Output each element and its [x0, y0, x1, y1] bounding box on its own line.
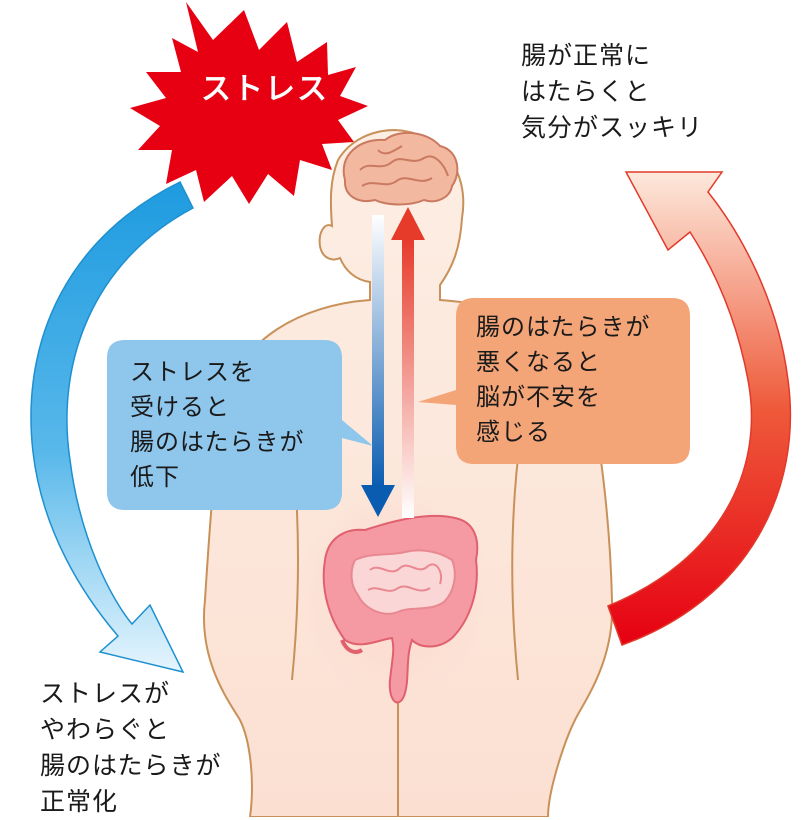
brain-to-gut-arrow	[361, 215, 395, 517]
starburst-shape	[130, 2, 368, 204]
brain-icon	[342, 131, 459, 206]
intestine-icon	[322, 514, 479, 704]
blue-bubble-caption: ストレスを 受けると 腸のはたらきが 低下	[130, 358, 305, 491]
gut-to-brain-arrow	[391, 207, 425, 518]
bottom-left-caption: ストレスが やわらぐと 腸のはたらきが 正常化	[40, 679, 222, 816]
stress-label: ストレス	[201, 72, 329, 107]
red-cycle-arrow	[607, 171, 792, 646]
orange-bubble-caption: 腸のはたらきが 悪くなると 脳が不安を 感じる	[476, 313, 651, 446]
blue-cycle-arrow	[30, 180, 194, 674]
top-right-caption: 腸が正常に はたらくと 気分がスッキリ	[521, 41, 704, 142]
orange-speech-bubble	[418, 298, 690, 464]
blue-speech-bubble	[107, 340, 373, 510]
